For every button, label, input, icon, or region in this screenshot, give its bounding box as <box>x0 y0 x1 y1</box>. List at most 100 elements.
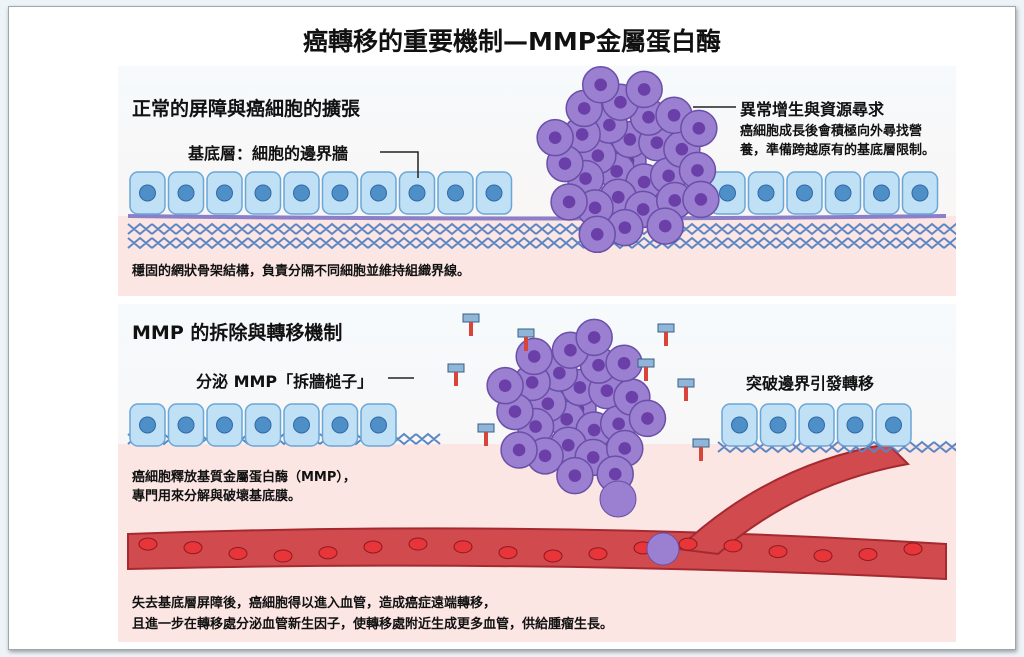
mmp-hammer-head-icon <box>517 328 535 338</box>
cancer-nucleus <box>587 423 601 437</box>
cancer-nucleus <box>668 194 682 207</box>
cancer-nucleus <box>694 193 708 206</box>
red-blood-cell <box>813 549 833 563</box>
red-blood-cell <box>183 541 203 555</box>
mmp-desc-2: 專門用來分解與破壞基底膜。 <box>132 489 302 504</box>
cell-nucleus <box>885 416 902 434</box>
red-blood-cell <box>138 537 158 551</box>
cancer-nucleus <box>662 169 675 183</box>
cell-nucleus <box>139 416 156 434</box>
basement-membrane-illustration <box>118 66 956 296</box>
cancer-nucleus <box>603 118 616 132</box>
cancer-nucleus <box>636 203 650 216</box>
mmp-hammer-head-icon <box>462 313 480 323</box>
red-blood-cell <box>498 546 518 560</box>
cancer-nucleus <box>591 149 605 162</box>
cell-nucleus <box>731 416 748 434</box>
mmp-hammer-head-icon <box>447 363 465 373</box>
basement-label: 基底層：細胞的邊界牆 <box>188 144 349 163</box>
cell-nucleus <box>216 416 233 434</box>
basement-membrane <box>127 214 947 221</box>
mmp-hammer-handle-icon <box>664 332 668 346</box>
cancer-nucleus <box>600 384 614 397</box>
cell-nucleus <box>719 184 736 202</box>
cancer-nucleus <box>512 443 526 457</box>
metastasis-desc-1: 失去基底層屏障後，癌細胞得以進入血管，造成癌症遠端轉移， <box>132 596 497 611</box>
cell-nucleus <box>873 184 890 202</box>
mmp-metastasis-illustration <box>118 313 956 642</box>
mmp-hammer-handle-icon <box>469 322 473 336</box>
cancer-nucleus <box>568 469 582 482</box>
cancer-nucleus <box>564 343 577 357</box>
cancer-nucleus <box>612 417 625 431</box>
red-blood-cell <box>543 549 563 563</box>
cancer-nucleus <box>675 142 689 156</box>
cancer-nucleus <box>527 350 541 363</box>
cell-nucleus <box>757 184 775 202</box>
intravasating-cancer-cell <box>646 532 680 566</box>
mesh-desc: 穩固的網狀骨架結構，負責分隔不同細胞並維持組織界線。 <box>132 264 471 279</box>
cell-nucleus <box>293 184 310 202</box>
cell-nucleus <box>177 416 195 434</box>
cancer-nucleus <box>641 412 654 425</box>
cell-nucleus <box>177 184 195 202</box>
mmp-desc-1: 癌細胞釋放基質金屬蛋白酶（MMP）， <box>132 470 356 485</box>
cancer-nucleus <box>592 358 605 372</box>
cancer-nucleus <box>618 442 632 455</box>
metastasis-desc-2: 且進一步在轉移處分泌血管新生因子，使轉移處附近生成更多血管，供給腫瘤生長。 <box>132 617 614 632</box>
red-blood-cell <box>228 546 248 560</box>
cancer-nucleus <box>548 131 562 144</box>
cancer-nucleus <box>608 467 622 481</box>
cell-nucleus <box>447 184 464 202</box>
panel2-heading: MMP 的拆除與轉移機制 <box>132 322 343 344</box>
cancer-nucleus <box>667 108 681 122</box>
cancer-nucleus <box>573 381 587 394</box>
cancer-nucleus <box>541 397 555 410</box>
cancer-nucleus <box>538 449 552 463</box>
cancer-nucleus <box>594 78 607 92</box>
red-blood-cell <box>363 540 383 554</box>
cancer-nucleus <box>587 331 601 344</box>
cancer-nucleus <box>618 221 632 234</box>
mmp-hammer-head-icon <box>477 423 495 433</box>
cancer-nucleus <box>498 379 512 392</box>
panel-mmp-mechanism: MMP 的拆除與轉移機制 分泌 MMP「拆牆槌子」 突破邊界引發轉移 癌細胞釋放… <box>118 304 956 642</box>
cancer-nucleus <box>658 219 672 233</box>
red-blood-cell <box>318 546 338 560</box>
cell-nucleus <box>331 416 349 434</box>
red-blood-cell <box>588 547 608 561</box>
mmp-hammer-handle-icon <box>644 367 648 381</box>
cell-nucleus <box>254 184 272 202</box>
red-blood-cell <box>408 537 428 551</box>
cancer-nucleus <box>588 201 602 215</box>
cell-nucleus <box>769 416 787 434</box>
secrete-label: 分泌 MMP「拆牆槌子」 <box>196 372 374 391</box>
cancer-nucleus <box>562 195 576 209</box>
cancer-nucleus <box>614 95 627 109</box>
panel1-heading: 正常的屏障與癌細胞的擴張 <box>132 98 361 120</box>
cancer-nucleus <box>610 165 624 178</box>
cancer-nucleus <box>691 164 704 177</box>
leader-line <box>380 151 419 178</box>
mmp-hammer-handle-icon <box>684 387 688 401</box>
red-blood-cell <box>723 539 743 553</box>
cancer-nucleus <box>558 157 572 170</box>
cell-nucleus <box>911 184 929 202</box>
page-title: 癌轉移的重要機制—MMP金屬蛋白酶 <box>302 27 722 56</box>
breach-label: 突破邊界引發轉移 <box>746 374 875 393</box>
red-blood-cell <box>903 542 923 556</box>
cancer-nucleus <box>623 133 637 146</box>
mmp-hammer-head-icon <box>692 438 710 448</box>
panel-normal-barrier: 正常的屏障與癌細胞的擴張 基底層：細胞的邊界牆 異常增生與資源尋求 癌細胞成長後… <box>118 66 956 296</box>
cancer-nucleus <box>525 376 539 389</box>
cancer-nucleus <box>590 228 604 241</box>
cell-nucleus <box>139 184 156 202</box>
cancer-nucleus <box>579 172 592 185</box>
cell-nucleus <box>216 184 233 202</box>
red-blood-cell <box>453 540 473 554</box>
cancer-nucleus <box>637 83 651 96</box>
cancer-nucleus <box>692 122 706 135</box>
cell-nucleus <box>370 184 387 202</box>
mmp-hammer-head-icon <box>677 378 695 388</box>
red-blood-cell <box>273 549 293 563</box>
